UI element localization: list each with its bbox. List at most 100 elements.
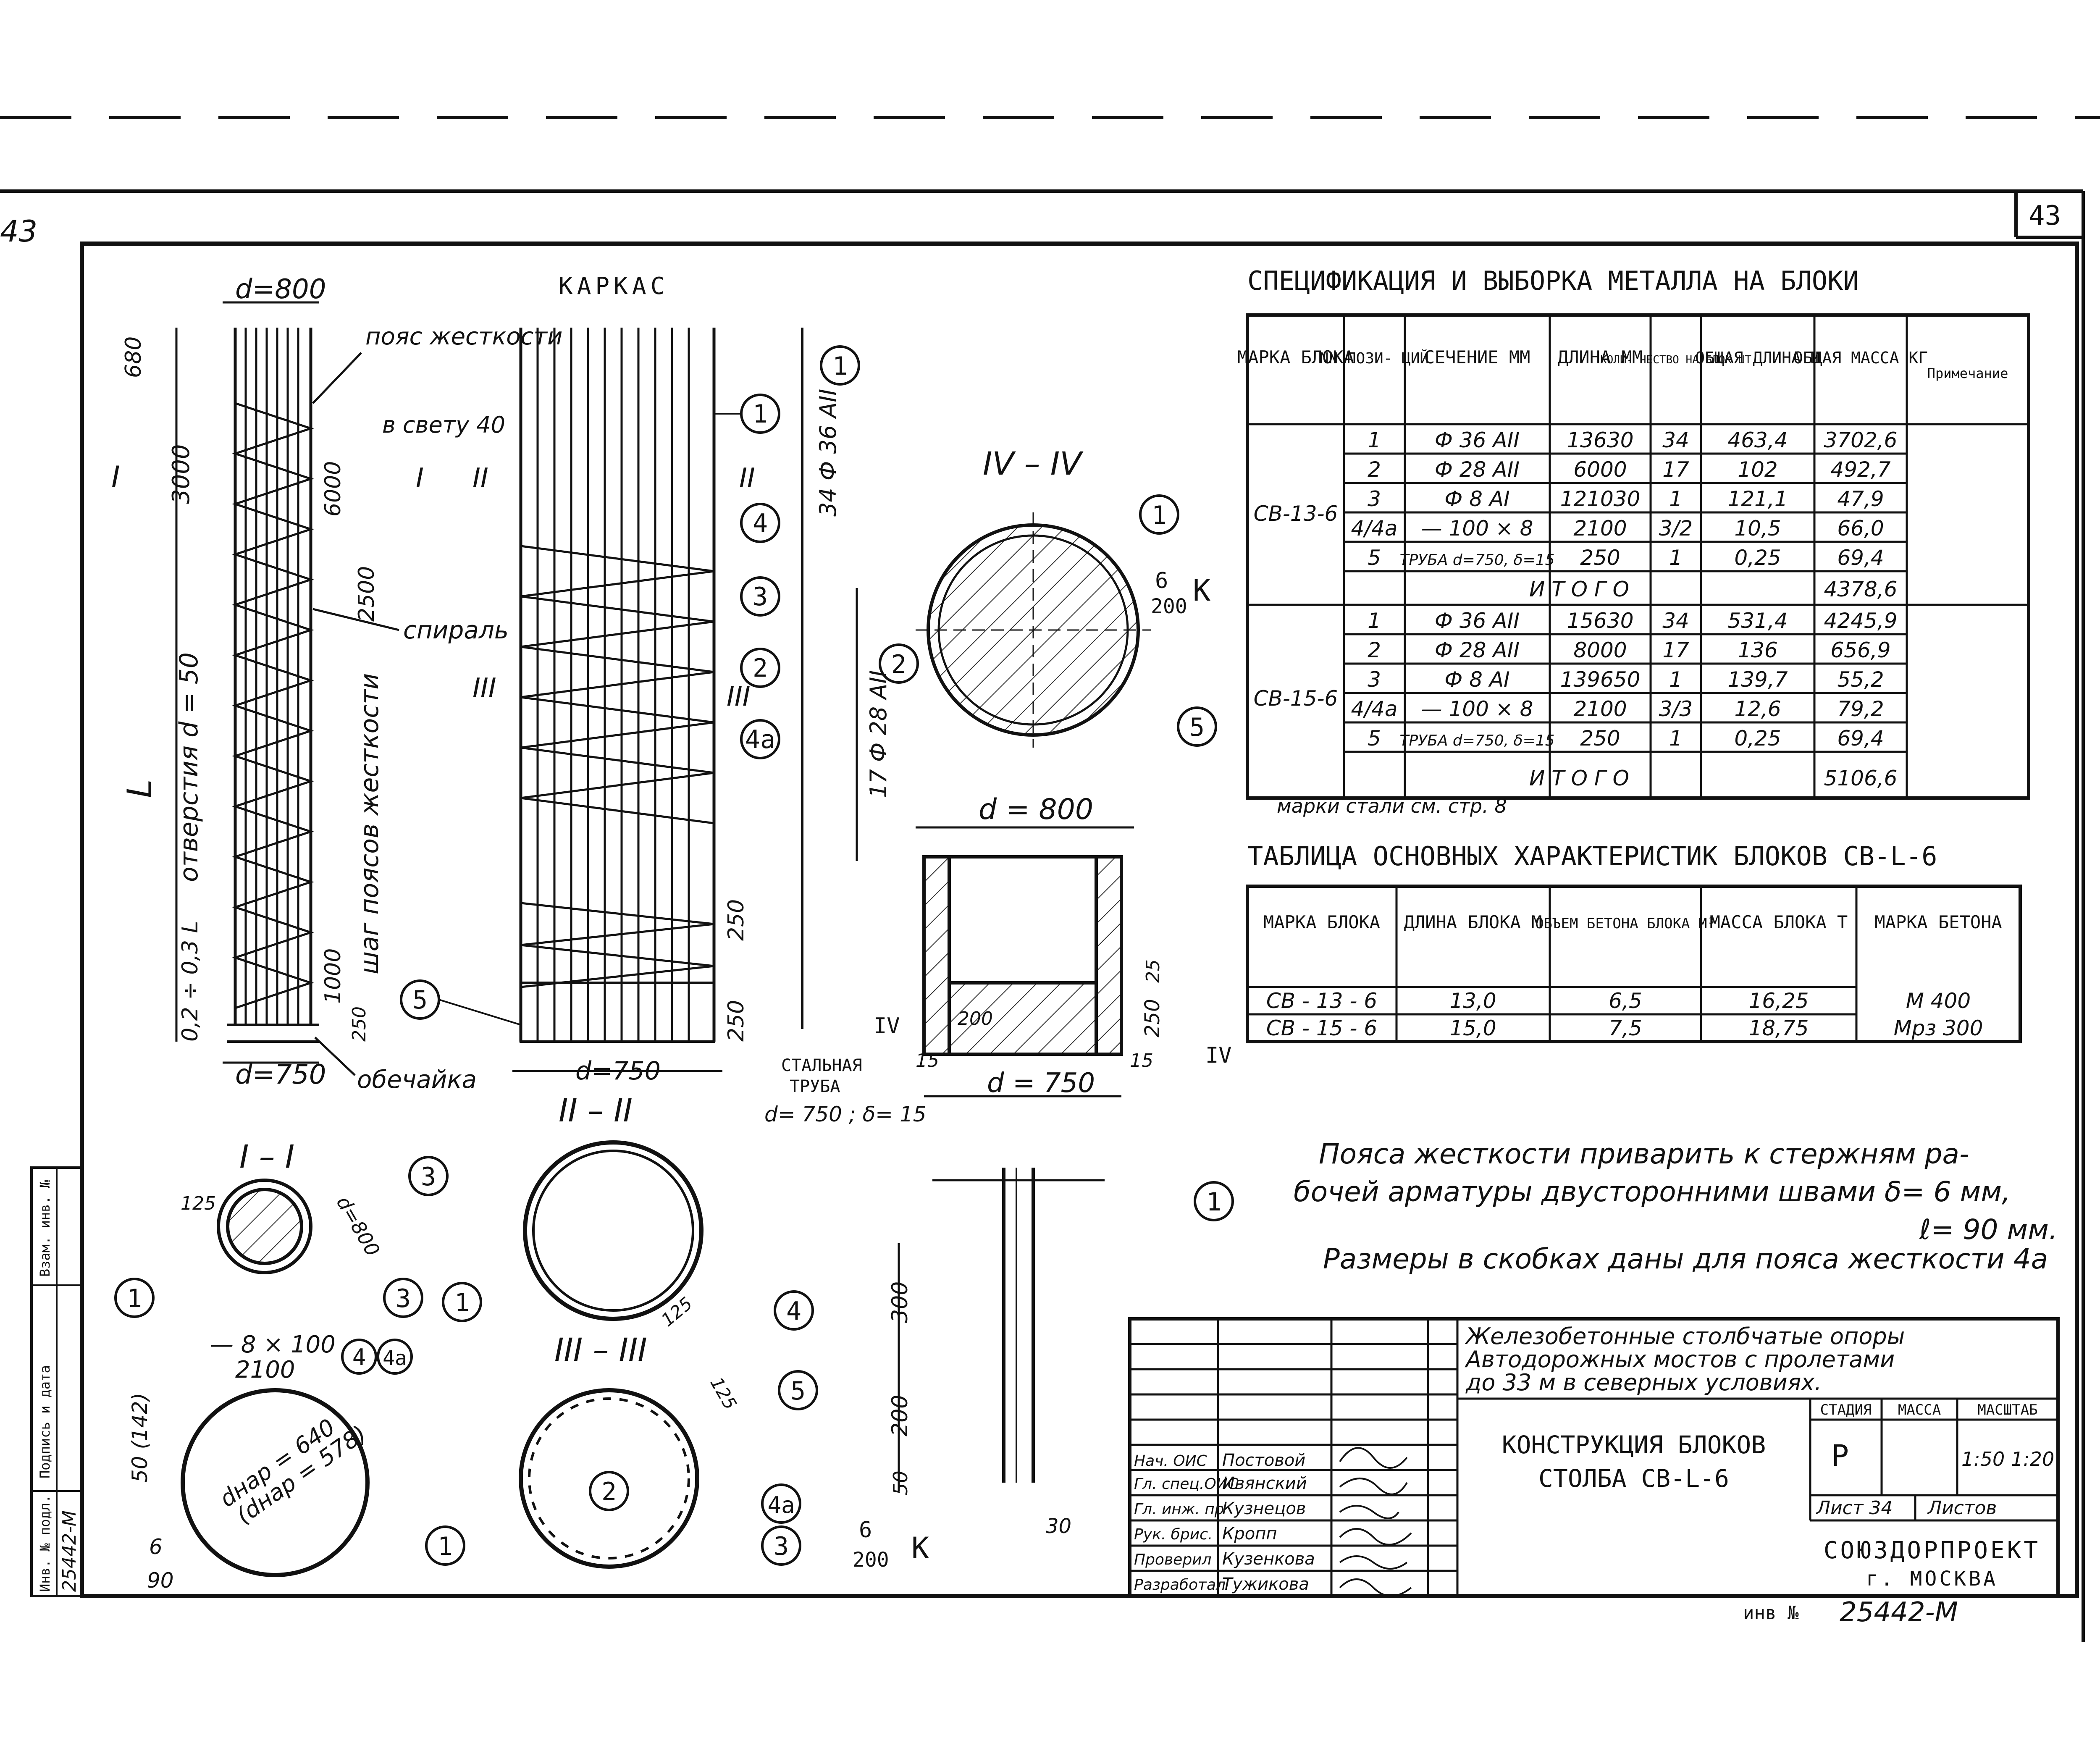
spec-cell: Ф 36 АII [1435, 609, 1520, 633]
svg-text:5: 5 [412, 985, 428, 1015]
spec-cell: 531,4 [1727, 609, 1788, 633]
spec-title: СПЕЦИФИКАЦИЯ И ВЫБОРКА МЕТАЛЛА НА БЛОКИ [1247, 265, 1859, 296]
char-cell: 15,0 [1449, 1016, 1496, 1040]
char-header-mark: МАРКА БЛОКА [1263, 912, 1380, 932]
stamp-role: Нач. ОИС [1134, 1452, 1208, 1470]
spec-header-pos: NN ПОЗИ- ЦИЙ [1320, 349, 1429, 367]
sheet-number-left: 43 [0, 214, 37, 249]
plate-ring: — 8 × 100 2100 dнар = 640 (dнар = 578) 5… [128, 1331, 413, 1593]
spec-cell: 17 [1662, 457, 1689, 482]
svg-text:1: 1 [753, 399, 768, 429]
section-III: III – III 125 2 1 4а 3 [425, 1331, 801, 1569]
spiral-left [232, 402, 314, 1009]
dim-3000: 3000 [168, 444, 195, 504]
weld-200-IV: 200 [1151, 595, 1187, 618]
section-mark-II-right: II [739, 463, 755, 494]
spec-cell: 5 [1368, 546, 1381, 570]
spec-cell: 1 [1669, 546, 1683, 570]
spec-cell: 34 [1662, 609, 1689, 633]
spec-cell: 17 [1662, 638, 1689, 662]
spec-cell: 102 [1738, 457, 1777, 482]
spec-header-total-length: ОБЩАЯ ДЛИНА М [1695, 349, 1820, 367]
section-mark-IV-right: IV [1205, 1043, 1232, 1068]
spec-cell: 1 [1368, 609, 1381, 633]
svg-text:2: 2 [601, 1477, 617, 1507]
spec-cell: 2100 [1573, 516, 1627, 541]
char-header-length: ДЛИНА БЛОКА М [1404, 912, 1542, 932]
label-pipe-2: ТРУБА [790, 1077, 840, 1096]
svg-text:1: 1 [438, 1532, 453, 1561]
section-mark-IV-left: IV [874, 1013, 900, 1039]
char-concrete-2: Мрз 300 [1894, 1016, 1983, 1040]
shell-section: d = 800 200 25 250 15 15 d = 750 IV IV С… [764, 793, 1232, 1126]
dim-d800-shell: d = 800 [979, 793, 1093, 826]
label-poyas: пояс жесткости [365, 323, 562, 350]
stamp-city: г. МОСКВА [1866, 1567, 1998, 1591]
bottom-detail: 300 200 50 30 6 200 K 1 5 [778, 1168, 1234, 1572]
svg-text:3: 3 [421, 1162, 436, 1192]
dim-1000: 1000 [320, 948, 346, 1004]
spec-cell: 4/4а [1351, 516, 1397, 541]
stamp-person: Ивянский [1222, 1474, 1307, 1493]
spec-cell: 13630 [1567, 428, 1633, 452]
spec-cell: 1 [1669, 667, 1683, 692]
dim-250-karkas-2: 250 [724, 1000, 749, 1042]
section-mark-III-right: III [727, 681, 751, 712]
side-stamp: Взам. инв. № Подпись и дата Инв. № подл.… [30, 1166, 83, 1597]
section-IV-title: IV – IV [983, 445, 1084, 482]
char-cell: СВ - 13 - 6 [1266, 989, 1377, 1013]
spec-cell: 47,9 [1837, 487, 1884, 511]
section-I-d800: d=800 [332, 1192, 384, 1260]
weld-6-IV: 6 [1155, 568, 1168, 593]
spec-table: СПЕЦИФИКАЦИЯ И ВЫБОРКА МЕТАЛЛА НА БЛОКИ [1237, 265, 2030, 817]
spec-cell: — 100 × 8 [1421, 697, 1533, 721]
label-shag: шаг поясов жесткости [355, 673, 384, 974]
detail-dim-200: 200 [887, 1395, 913, 1436]
svg-text:1: 1 [1152, 501, 1167, 530]
stamp-person: Кузенкова [1222, 1549, 1315, 1569]
dim-680: 680 [121, 336, 146, 378]
spec-cell: 656,9 [1830, 638, 1890, 662]
plate-dim-6: 6 [149, 1535, 163, 1559]
note-line-1: Пояса жесткости приварить к стержням ра- [1319, 1138, 1969, 1170]
stamp-person: Тужикова [1222, 1575, 1309, 1594]
title-block: Железобетонные столбчатые опоры Автодоро… [1128, 1317, 2060, 1598]
stamp-project-2: Автодорожных мостов с пролетами [1465, 1346, 1895, 1373]
svg-text:3: 3 [753, 582, 768, 612]
spec-cell: 3/2 [1659, 516, 1693, 541]
spec-cell: 139650 [1560, 667, 1641, 692]
section-III-125: 125 [706, 1374, 741, 1413]
spec-cell: 492,7 [1830, 457, 1890, 482]
char-cell: СВ - 15 - 6 [1266, 1016, 1377, 1040]
svg-text:5: 5 [1189, 713, 1205, 742]
svg-text:4: 4 [753, 509, 768, 538]
char-cell: 13,0 [1449, 989, 1496, 1013]
spec-cell: 139,7 [1727, 667, 1788, 692]
notes: Пояса жесткости приварить к стержням ра-… [1294, 1138, 2058, 1275]
spec-header-length: ДЛИНА ММ [1558, 347, 1643, 368]
svg-text:1: 1 [454, 1288, 470, 1318]
section-I: I – I d=800 125 1 3 [114, 1138, 423, 1318]
spec-cell: ТРУБА d=750, δ=15 [1399, 732, 1554, 749]
spec-header-note: Примечание [1927, 365, 2008, 381]
spec-cell: 79,2 [1837, 697, 1884, 721]
stamp-sheets: Листов [1927, 1497, 1997, 1519]
spec-cell: 69,4 [1837, 546, 1884, 570]
stamp-role: Гл. инж. пр [1134, 1501, 1224, 1518]
section-II-125: 125 [657, 1293, 696, 1331]
spec-cell: 69,4 [1837, 726, 1884, 751]
svg-text:1: 1 [127, 1284, 142, 1313]
spec-cell: 12,6 [1734, 697, 1781, 721]
svg-text:2: 2 [753, 654, 768, 683]
spec-header-qty: КОЛИ- ЧЕСТВО НА БЛОК ШТ [1600, 354, 1751, 366]
char-header-concrete: МАРКА БЕТОНА [1874, 912, 2002, 932]
spec-cell: 1 [1368, 428, 1381, 452]
stamp-stage: Р [1831, 1439, 1849, 1473]
stamp-role: Проверил [1134, 1551, 1212, 1568]
svg-text:4: 4 [352, 1344, 366, 1370]
spec-cell: ТРУБА d=750, δ=15 [1399, 551, 1554, 569]
dim-250-left: 250 [349, 1006, 370, 1042]
stamp-person: Кузнецов [1222, 1499, 1306, 1518]
label-pipe-3: d= 750 ; δ= 15 [764, 1102, 927, 1126]
